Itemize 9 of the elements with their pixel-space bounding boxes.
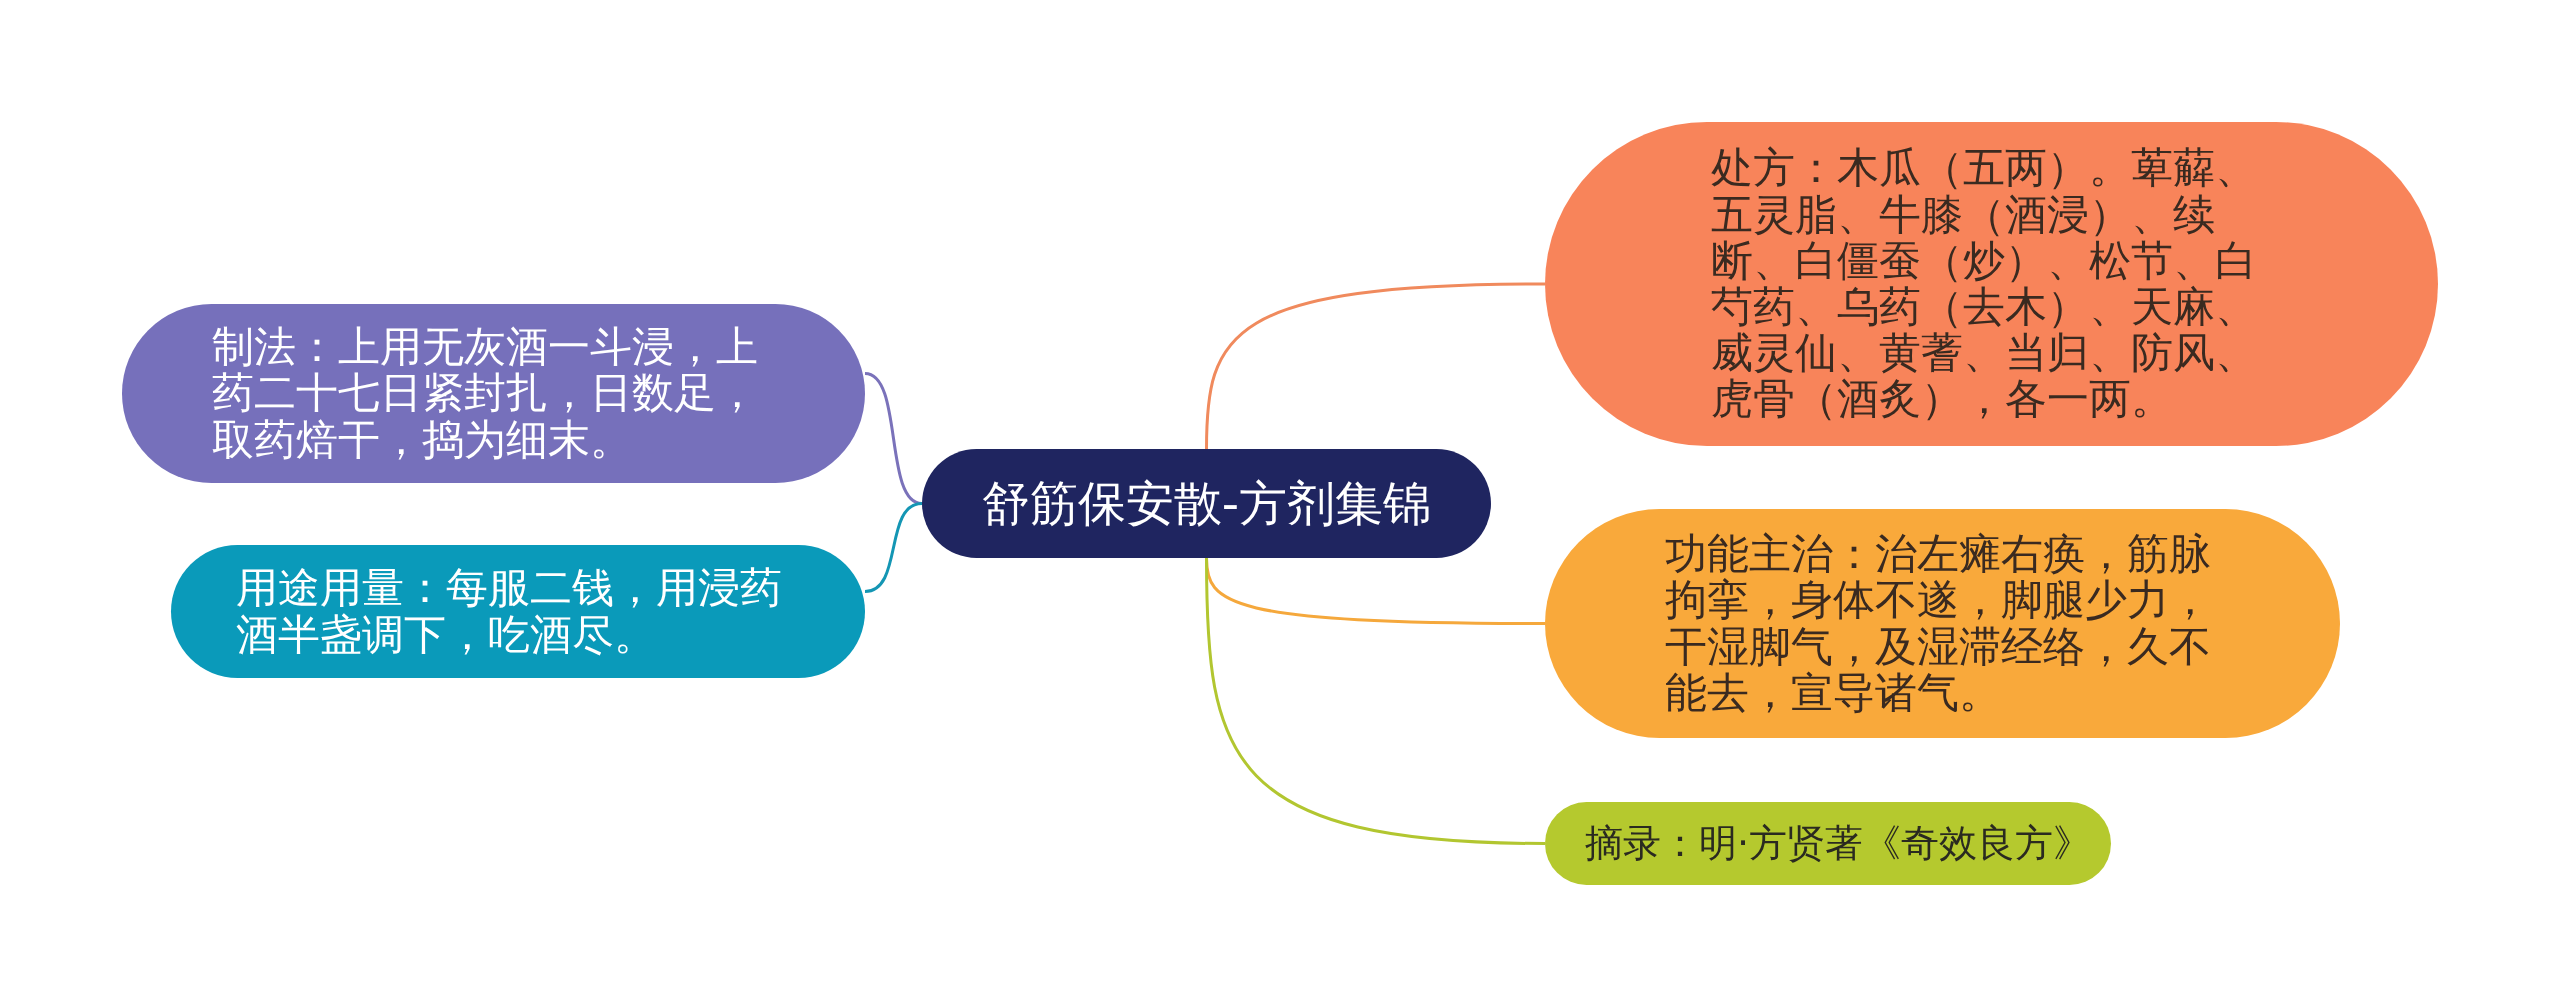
connector-line (864, 502, 923, 593)
branch-pill: 摘录：明·方贤著《奇效良方》 (1545, 802, 2111, 885)
connector-line (1205, 282, 1546, 450)
central-topic: 舒筋保安散-方剂集锦 (922, 449, 1491, 558)
branch-pill: 功能主治：治左瘫右痪，筋脉拘挛，身体不遂，脚腿少力，干湿脚气，及湿滞经络，久不能去，宣导诸气。 (1545, 509, 2340, 738)
branch-pill: 制法：上用无灰酒一斗浸，上药二十七日紧封扎，日数足，取药焙干，捣为细末。 (122, 304, 865, 483)
connector-line (1205, 558, 1546, 845)
branch-pill: 用途用量：每服二钱，用浸药酒半盏调下，吃酒尽。 (171, 545, 865, 678)
branch-pill: 处方：木瓜（五两）。萆薢、五灵脂、牛膝（酒浸）、续断、白僵蚕（炒）、松节、白芍药、乌药（去木）、天麻、威灵仙、黄蓍、当归、防风、虎骨（酒炙），各一两。 (1545, 122, 2438, 446)
